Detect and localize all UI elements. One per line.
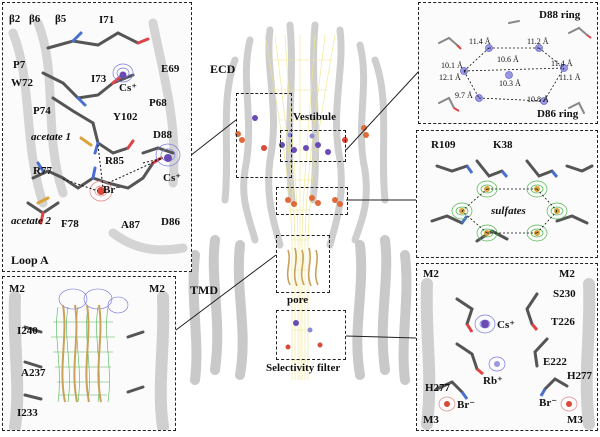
rings-panel: D88 ring D86 ring 11.4 Å 11.2 Å 10.6 Å 1… xyxy=(418,2,598,124)
filter-structure xyxy=(420,278,596,430)
loop-a-panel: β2 β6 β5 I71 P7 W72 E69 I73 Cs⁺ P68 P74 … xyxy=(2,2,192,272)
filter-panel: M2 M2 S230 Cs⁺ T226 Rb⁺ E222 H277 H277 B… xyxy=(416,263,598,431)
pore-label: pore xyxy=(287,294,309,306)
selectivity-filter-label: Selectivity filter xyxy=(266,362,341,374)
vestibule-box[interactable] xyxy=(236,93,292,178)
res-R77: R77 xyxy=(33,165,52,177)
filter-rb-ion xyxy=(494,361,500,367)
res-A237: A237 xyxy=(21,367,46,379)
res-I240: I240 xyxy=(17,325,38,337)
res-K38: K38 xyxy=(493,139,513,151)
dist-7: 11.1 Å xyxy=(559,73,581,82)
res-R109: R109 xyxy=(431,139,456,151)
center-structure: ECD TMD Vestibule pore Selectivity filte… xyxy=(180,0,420,437)
res-D86: D86 xyxy=(161,216,180,228)
filter-box-center[interactable] xyxy=(276,310,346,360)
res-T226: T226 xyxy=(551,316,575,328)
dist-6: 11.4 Å xyxy=(551,59,573,68)
filter-cs-ion xyxy=(481,320,489,328)
res-H277-left: H277 xyxy=(425,382,451,394)
sulfate-structure xyxy=(430,159,594,243)
filter-m3-left: M3 xyxy=(423,414,439,426)
pore-mesh xyxy=(264,34,336,380)
dist-10: 10.8 Å xyxy=(527,95,549,104)
loop-a-title: Loop A xyxy=(11,253,49,267)
cs-ion-bottom xyxy=(164,154,172,162)
strand-b6: β6 xyxy=(29,13,41,25)
cs-ion-top xyxy=(119,71,127,79)
res-D88: D88 xyxy=(153,129,172,141)
res-W72: W72 xyxy=(11,77,33,89)
res-R85: R85 xyxy=(105,155,124,167)
dist-9: 9.7 Å xyxy=(455,91,473,100)
pore-box-center[interactable] xyxy=(276,235,330,293)
res-P7: P7 xyxy=(13,59,26,71)
d86-ring-label: D86 ring xyxy=(537,108,579,120)
filter-br-right-label: Br⁻ xyxy=(539,397,558,409)
res-S230: S230 xyxy=(553,288,576,300)
sulfate-panel: R109 K38 sulfates xyxy=(416,130,598,258)
dist-4: 10.1 Å xyxy=(441,61,463,70)
dist-1: 11.4 Å xyxy=(469,37,491,46)
strand-b2: β2 xyxy=(9,13,21,25)
sulfate-box[interactable] xyxy=(276,187,348,215)
vestibule-inner-box[interactable] xyxy=(280,130,346,162)
dist-8: 10.3 Å xyxy=(499,79,521,88)
res-P68: P68 xyxy=(149,97,167,109)
pore-m2-left: M2 xyxy=(9,283,25,295)
sulfates-label: sulfates xyxy=(491,205,526,217)
filter-rb-label: Rb⁺ xyxy=(483,375,503,387)
res-F78: F78 xyxy=(61,218,79,230)
res-E222: E222 xyxy=(543,356,567,368)
filter-m2-right: M2 xyxy=(559,268,575,280)
dist-5: 12.1 Å xyxy=(439,73,461,82)
filter-m3-right: M3 xyxy=(567,414,583,426)
tmd-label: TMD xyxy=(190,283,218,297)
res-I233: I233 xyxy=(17,407,38,419)
pore-lipids xyxy=(286,247,319,287)
res-I73: I73 xyxy=(91,73,107,85)
filter-m2-left: M2 xyxy=(423,268,439,280)
res-Y102: Y102 xyxy=(113,111,138,123)
ecd-label: ECD xyxy=(210,62,236,76)
res-H277-right: H277 xyxy=(567,370,593,382)
pore-structure xyxy=(8,288,170,430)
acetate-1-label: acetate 1 xyxy=(31,131,72,143)
filter-cs-label: Cs⁺ xyxy=(497,319,516,331)
rings-structure xyxy=(438,20,592,114)
pore-panel: M2 M2 I240 A237 I233 xyxy=(2,276,176,431)
res-P74: P74 xyxy=(33,105,51,117)
loop-a-structure xyxy=(8,18,188,255)
ring-ions xyxy=(460,44,568,105)
acetate-2-label: acetate 2 xyxy=(11,215,52,227)
d88-ring-label: D88 ring xyxy=(539,9,581,21)
filter-br-left-label: Br⁻ xyxy=(457,399,476,411)
dist-2: 11.2 Å xyxy=(527,37,549,46)
pore-m2-right: M2 xyxy=(149,283,165,295)
ion-br-label: Br⁻ xyxy=(103,184,122,196)
res-I71: I71 xyxy=(99,14,115,26)
filter-br-ion-left xyxy=(444,401,450,407)
ion-cs-top-label: Cs⁺ xyxy=(119,82,138,94)
vestibule-label: Vestibule xyxy=(293,111,336,123)
br-ion xyxy=(97,187,105,195)
filter-ions-center xyxy=(285,320,323,350)
strand-b5: β5 xyxy=(55,13,67,25)
res-E69: E69 xyxy=(161,63,180,75)
filter-br-ion-right xyxy=(566,401,572,407)
dist-3: 10.6 Å xyxy=(497,55,519,64)
ion-cs-bottom-label: Cs⁺ xyxy=(163,172,182,184)
pore-green-mesh xyxy=(51,306,115,403)
res-A87: A87 xyxy=(121,219,140,231)
